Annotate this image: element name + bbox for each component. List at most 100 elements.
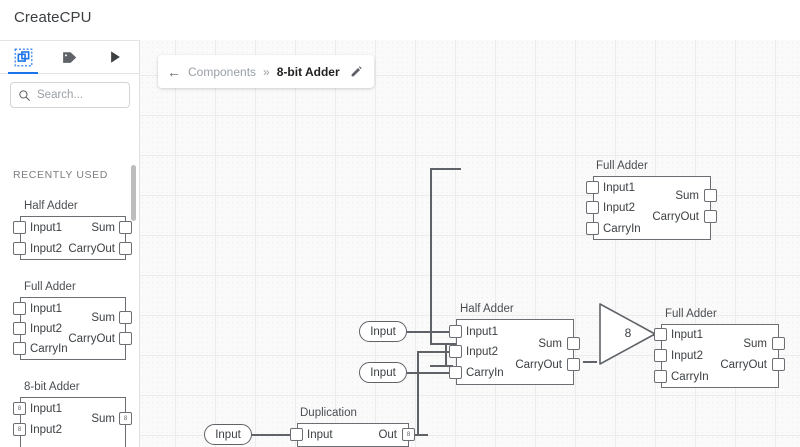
pencil-icon[interactable] <box>350 65 363 78</box>
full-adder-top-label-input1: Input1 <box>603 182 635 194</box>
sidebar-tabstrip <box>0 41 139 74</box>
palette-full-adder-label-carryin: CarryIn <box>30 343 68 355</box>
duplication-pin-out[interactable]: 8 <box>402 428 415 441</box>
full-adder-top-label-input2: Input2 <box>603 202 635 214</box>
palette-half-adder-pin-sum[interactable] <box>119 221 132 234</box>
sidebar-scrollbar-thumb[interactable] <box>131 165 136 221</box>
full-adder-top-label-sum: Sum <box>675 190 699 202</box>
palette-full-adder-label-carryout: CarryOut <box>68 333 115 345</box>
input-pill-1[interactable]: Input <box>359 321 407 342</box>
input-pill-3-label: Input <box>215 428 241 441</box>
palette-full-adder-body <box>20 297 126 360</box>
half-adder-label-sum: Sum <box>538 338 562 350</box>
palette-full-adder-label-input1: Input1 <box>30 303 62 315</box>
wire-dup-out-vertical <box>417 351 420 436</box>
palette-half-adder-label-carryout: CarryOut <box>68 243 115 255</box>
breadcrumb-separator: » <box>263 64 270 79</box>
full-adder-right-label-carryin: CarryIn <box>671 371 709 383</box>
palette-8bit-adder-body <box>20 397 126 447</box>
palette-full-adder-pin-carryin[interactable] <box>13 342 26 355</box>
tag-icon <box>62 51 76 63</box>
half-adder-pin-carryin[interactable] <box>449 366 462 379</box>
palette-8bit-adder-label-input2: Input2 <box>30 424 62 436</box>
play-icon <box>110 51 120 63</box>
full-adder-right-label-sum: Sum <box>743 338 767 350</box>
palette-full-adder-pin-input1[interactable] <box>13 302 26 315</box>
input-pill-2[interactable]: Input <box>359 362 407 383</box>
search-icon <box>19 89 30 101</box>
tab-components[interactable] <box>0 41 46 74</box>
palette-full-adder-label-input2: Input2 <box>30 323 62 335</box>
duplication-title: Duplication <box>300 407 357 419</box>
palette-half-adder-label-sum: Sum <box>91 222 115 234</box>
schematic-canvas[interactable]: ← Components » 8-bit Adder <box>140 40 800 447</box>
breadcrumb-parent[interactable]: Components <box>188 64 257 79</box>
half-adder-pin-carryout[interactable] <box>567 358 580 371</box>
palette-full-adder-label-sum: Sum <box>91 312 115 324</box>
tab-run[interactable] <box>92 41 138 74</box>
back-arrow-icon[interactable]: ← <box>167 63 181 80</box>
input-pill-2-label: Input <box>370 366 396 379</box>
palette-8bit-adder-label-input1: Input1 <box>30 403 62 415</box>
half-adder-pin-input1[interactable] <box>449 325 462 338</box>
full-adder-top-label-carryout: CarryOut <box>652 211 699 223</box>
palette-8bit-adder-title: 8-bit Adder <box>24 381 80 393</box>
wire-to-topadder-input2 <box>430 168 461 171</box>
input-pill-1-label: Input <box>370 325 396 338</box>
full-adder-right-pin-carryin[interactable] <box>654 370 667 383</box>
duplication-label-input: Input <box>307 429 333 441</box>
search-input[interactable] <box>37 89 125 101</box>
wire-buffer-input-stub <box>583 361 597 364</box>
palette-half-adder-title: Half Adder <box>24 200 78 212</box>
wire-input3-to-duplication <box>252 434 299 437</box>
full-adder-top-pin-sum[interactable] <box>704 189 717 202</box>
search-box[interactable] <box>10 82 130 108</box>
full-adder-top-pin-carryout[interactable] <box>704 210 717 223</box>
palette-half-adder-pin-input1[interactable] <box>13 221 26 234</box>
half-adder-body <box>456 319 574 385</box>
palette-full-adder-title: Full Adder <box>24 281 76 293</box>
full-adder-right-pin-carryout[interactable] <box>772 358 785 371</box>
full-adder-top-pin-input1[interactable] <box>586 181 599 194</box>
full-adder-top-title: Full Adder <box>596 160 648 172</box>
full-adder-right-pin-sum[interactable] <box>772 337 785 350</box>
breadcrumb-current: 8-bit Adder <box>276 64 340 79</box>
sidebar: RECENTLY USED Half Adder Input1 Input2 S… <box>0 40 140 447</box>
palette-8bit-adder-pin-input1[interactable]: 8 <box>13 402 26 415</box>
half-adder-pin-sum[interactable] <box>567 337 580 350</box>
wire-to-topadder-input2-vertical <box>430 168 433 345</box>
full-adder-right-pin-input1[interactable] <box>654 328 667 341</box>
half-adder-pin-input2[interactable] <box>449 345 462 358</box>
palette-8bit-adder-pin-input2-width: 8 <box>17 426 22 433</box>
full-adder-right-label-input1: Input1 <box>671 329 703 341</box>
full-adder-top-pin-carryin[interactable] <box>586 222 599 235</box>
full-adder-right-label-input2: Input2 <box>671 350 703 362</box>
palette-half-adder-label-input2: Input2 <box>30 243 62 255</box>
tab-active-underline <box>8 71 38 74</box>
half-adder-label-carryout: CarryOut <box>515 359 562 371</box>
tab-tags[interactable] <box>46 41 92 74</box>
wire-halfadder-carryout-right <box>430 365 453 368</box>
palette-full-adder-pin-input2[interactable] <box>13 322 26 335</box>
full-adder-top-pin-input2[interactable] <box>586 201 599 214</box>
wire-halfadder-carryout-up <box>445 343 448 367</box>
palette-full-adder-pin-sum[interactable] <box>119 311 132 324</box>
palette-8bit-adder-pin-input2[interactable]: 8 <box>13 423 26 436</box>
duplication-pin-input[interactable] <box>290 428 303 441</box>
full-adder-top-label-carryin: CarryIn <box>603 223 641 235</box>
palette-8bit-adder-pin-sum-width: 8 <box>123 415 128 422</box>
palette-half-adder-pin-carryout[interactable] <box>119 242 132 255</box>
wire-input2-to-halfadder-carryin <box>407 372 463 375</box>
title-bar: CreateCPU <box>0 0 800 40</box>
palette-8bit-adder-pin-input1-width: 8 <box>17 405 22 412</box>
app-title: CreateCPU <box>14 9 92 26</box>
half-adder-label-carryin: CarryIn <box>466 367 504 379</box>
full-adder-right-label-carryout: CarryOut <box>720 359 767 371</box>
input-pill-3[interactable]: Input <box>204 424 252 445</box>
palette-full-adder-pin-carryout[interactable] <box>119 332 132 345</box>
breadcrumb: ← Components » 8-bit Adder <box>158 55 374 88</box>
palette-8bit-adder-pin-sum[interactable]: 8 <box>119 412 132 425</box>
palette-half-adder-pin-input2[interactable] <box>13 242 26 255</box>
full-adder-right-pin-input2[interactable] <box>654 349 667 362</box>
duplication-pin-out-width: 8 <box>406 431 411 438</box>
